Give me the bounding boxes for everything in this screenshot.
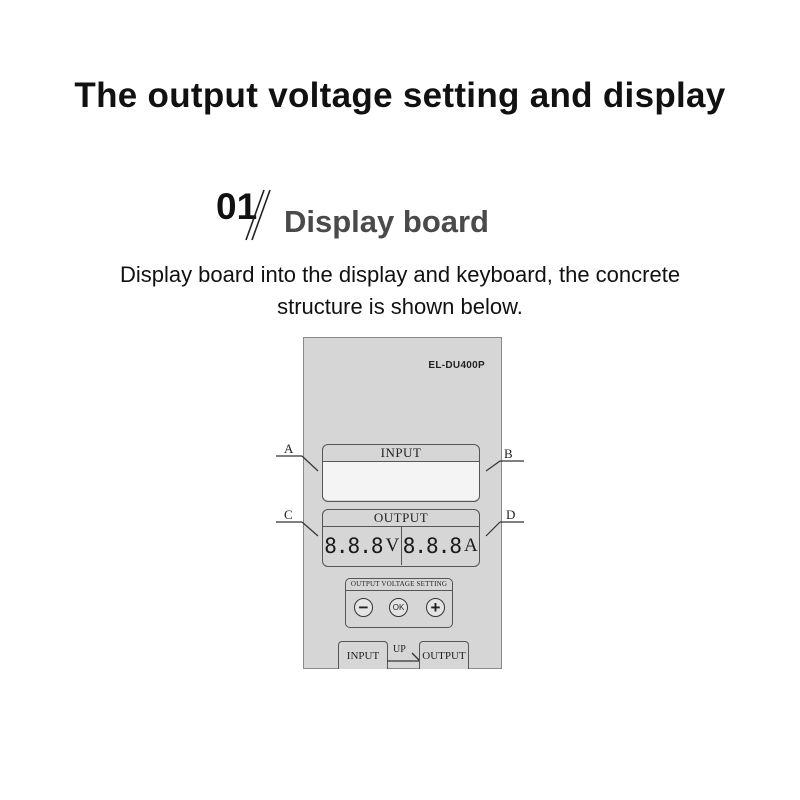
callout-b-label: B — [504, 446, 513, 461]
section-slash-icon — [245, 189, 271, 241]
intro-text: Display board into the display and keybo… — [40, 259, 760, 323]
output-tab[interactable]: OUTPUT — [419, 641, 469, 669]
voltage-digits: 8.8.8 — [324, 534, 383, 558]
keypad-label: OUTPUT VOLTAGE SETTING — [346, 579, 452, 591]
current-readout: 8.8.8 A — [400, 527, 480, 565]
output-lcd-screen: 8.8.8 V 8.8.8 A — [323, 527, 479, 565]
section-number: 01 — [216, 186, 258, 227]
input-panel-label: INPUT — [323, 445, 479, 462]
intro-line-2: structure is shown below. — [277, 294, 523, 319]
callout-a-pointer — [301, 455, 319, 472]
current-unit: A — [463, 535, 478, 556]
up-label: UP — [393, 644, 406, 655]
callout-b-pointer — [485, 460, 501, 472]
voltage-setting-keypad: OUTPUT VOLTAGE SETTING − OK + — [345, 578, 453, 628]
plus-button[interactable]: + — [426, 598, 445, 617]
output-panel-label: OUTPUT — [323, 510, 479, 527]
input-tab[interactable]: INPUT — [338, 641, 388, 669]
voltage-readout: 8.8.8 V — [323, 527, 401, 565]
callout-c-pointer — [301, 521, 319, 537]
voltage-unit: V — [385, 535, 400, 556]
input-display-panel: INPUT — [322, 444, 480, 502]
callout-d-label: D — [506, 507, 516, 522]
callout-a-label: A — [284, 441, 294, 456]
model-label: EL-DU400P — [428, 360, 485, 371]
ok-button[interactable]: OK — [389, 598, 408, 617]
callout-d-pointer — [485, 521, 501, 537]
input-lcd-screen — [323, 462, 479, 500]
section-title: Display board — [284, 204, 489, 239]
minus-button[interactable]: − — [354, 598, 373, 617]
current-digits: 8.8.8 — [402, 534, 462, 558]
callout-c-label: C — [284, 507, 293, 522]
output-display-panel: OUTPUT 8.8.8 V 8.8.8 A — [322, 509, 480, 567]
display-board: EL-DU400P INPUT OUTPUT 8.8.8 V 8.8.8 A O… — [303, 337, 502, 669]
up-arrow-icon — [387, 652, 421, 662]
page-title: The output voltage setting and display — [74, 76, 726, 115]
intro-line-1: Display board into the display and keybo… — [119, 262, 681, 287]
